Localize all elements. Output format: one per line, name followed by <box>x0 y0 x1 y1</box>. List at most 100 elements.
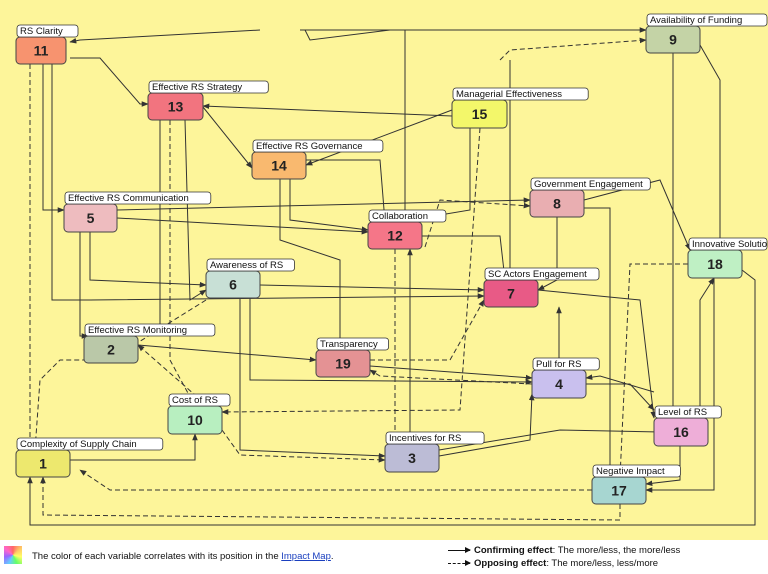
node-label-4: Pull for RS <box>536 359 581 370</box>
opposing-effect-arrow-49 <box>40 476 621 521</box>
node-label-17: Negative Impact <box>596 466 665 477</box>
opposing-effect-arrow-51 <box>617 263 688 478</box>
node-number-19: 19 <box>335 356 351 372</box>
node-label-tag-18 <box>688 237 768 251</box>
confirming-effect-arrow-45 <box>585 374 655 393</box>
confirming-effect-arrow-33 <box>583 179 691 251</box>
confirming-effect-arrow-35 <box>259 284 485 293</box>
node-3: 3 Incentives for RS <box>384 431 485 473</box>
node-label-18: Innovative Solutio <box>692 239 767 250</box>
dashed-arrow-icon <box>448 559 471 566</box>
node-label-tag-12 <box>368 209 447 223</box>
confirming-effect-arrow-54 <box>438 393 535 457</box>
opposing-effect-arrow-10 <box>169 120 196 407</box>
confirming-effect-arrow-34 <box>537 289 657 419</box>
node-label-tag-2 <box>84 323 216 337</box>
color-note-period: . <box>330 551 334 562</box>
color-wheel-icon <box>4 546 22 564</box>
node-label-6: Awareness of RS <box>210 260 283 271</box>
node-label-tag-9 <box>646 13 768 27</box>
opposing-effect-arrow-38 <box>32 299 207 451</box>
confirming-effect-arrow-23 <box>116 217 369 235</box>
confirming-effect-arrow-52 <box>70 433 198 461</box>
confirming-effect-arrow-27 <box>422 235 508 281</box>
edge-layer <box>27 27 756 526</box>
node-label-tag-17 <box>592 464 681 478</box>
node-label-tag-19 <box>316 337 389 351</box>
node-18: 18 Innovative Solutio <box>687 237 768 279</box>
node-17: 17 Negative Impact <box>591 464 681 505</box>
opposing-effect-arrow-5 <box>29 64 44 451</box>
node-7: 7SC Actors Engagement <box>483 267 600 308</box>
confirming-effect-arrow-44 <box>586 383 655 411</box>
node-label-tag-6 <box>206 258 295 272</box>
node-number-2: 2 <box>107 342 115 358</box>
confirming-effect-arrow-14 <box>421 128 471 220</box>
confirming-effect-arrow-46 <box>645 446 681 487</box>
node-label-8: Government Engagement <box>534 179 643 190</box>
node-11: 11 RS Clarity <box>15 24 79 65</box>
node-number-16: 16 <box>673 424 689 440</box>
node-19: 19 Transparency <box>315 337 389 378</box>
node-label-tag-13 <box>148 80 269 94</box>
oppose-title: Opposing effect <box>474 558 547 569</box>
confirming-effect-arrow-11 <box>184 119 207 301</box>
node-number-12: 12 <box>387 228 403 244</box>
node-number-18: 18 <box>707 256 723 272</box>
node-number-11: 11 <box>34 43 49 59</box>
node-label-tag-4 <box>532 357 600 371</box>
node-8: 8 Government Engagement <box>529 177 651 218</box>
confirming-effect-arrow-37 <box>249 298 533 385</box>
opposing-effect-arrow-19 <box>499 37 647 61</box>
confirming-effect-arrow-13 <box>202 103 453 117</box>
confirming-effect-arrow-36 <box>239 298 386 459</box>
node-label-tag-3 <box>385 431 485 445</box>
impact-map-link[interactable]: Impact Map <box>281 551 331 562</box>
node-number-6: 6 <box>229 277 237 293</box>
confirming-effect-arrow-6 <box>42 64 65 213</box>
node-label-15: Managerial Effectiveness <box>456 89 562 100</box>
confirming-effect-arrow-1 <box>70 57 149 107</box>
solid-arrow-icon <box>448 546 471 553</box>
confirming-effect-arrow-16 <box>306 159 388 223</box>
node-number-14: 14 <box>271 158 287 174</box>
confirming-effect-arrow-8 <box>202 106 253 169</box>
node-label-16: Level of RS <box>658 407 707 418</box>
confirm-text: : The more/less, the more/less <box>552 545 681 556</box>
confirming-effect-arrow-48 <box>645 278 715 493</box>
node-label-19: Transparency <box>320 339 378 350</box>
confirm-title: Confirming effect <box>474 545 553 556</box>
node-label-tag-14 <box>252 139 384 153</box>
legend-opposing: Opposing effect: The more/less, less/mor… <box>448 558 658 569</box>
confirming-effect-arrow-24 <box>116 197 531 211</box>
node-label-5: Effective RS Communication <box>68 193 189 204</box>
oppose-text: : The more/less, less/more <box>546 558 659 569</box>
confirming-effect-arrow-47 <box>699 277 715 418</box>
node-label-2: Effective RS Monitoring <box>88 325 187 336</box>
node-number-8: 8 <box>553 196 561 212</box>
node-label-tag-8 <box>530 177 651 191</box>
node-label-tag-7 <box>484 267 600 281</box>
node-16: 16 Level of RS <box>653 405 722 447</box>
confirming-effect-arrow-12 <box>305 109 453 166</box>
node-label-11: RS Clarity <box>20 26 63 37</box>
node-number-4: 4 <box>555 376 563 392</box>
node-number-1: 1 <box>39 456 47 472</box>
node-label-7: SC Actors Engagement <box>488 269 587 280</box>
node-4: 4 Pull for RS <box>531 357 600 399</box>
node-number-17: 17 <box>611 483 627 499</box>
node-label-13: Effective RS Strategy <box>152 82 242 93</box>
node-label-3: Incentives for RS <box>389 433 461 444</box>
node-number-3: 3 <box>408 450 416 466</box>
